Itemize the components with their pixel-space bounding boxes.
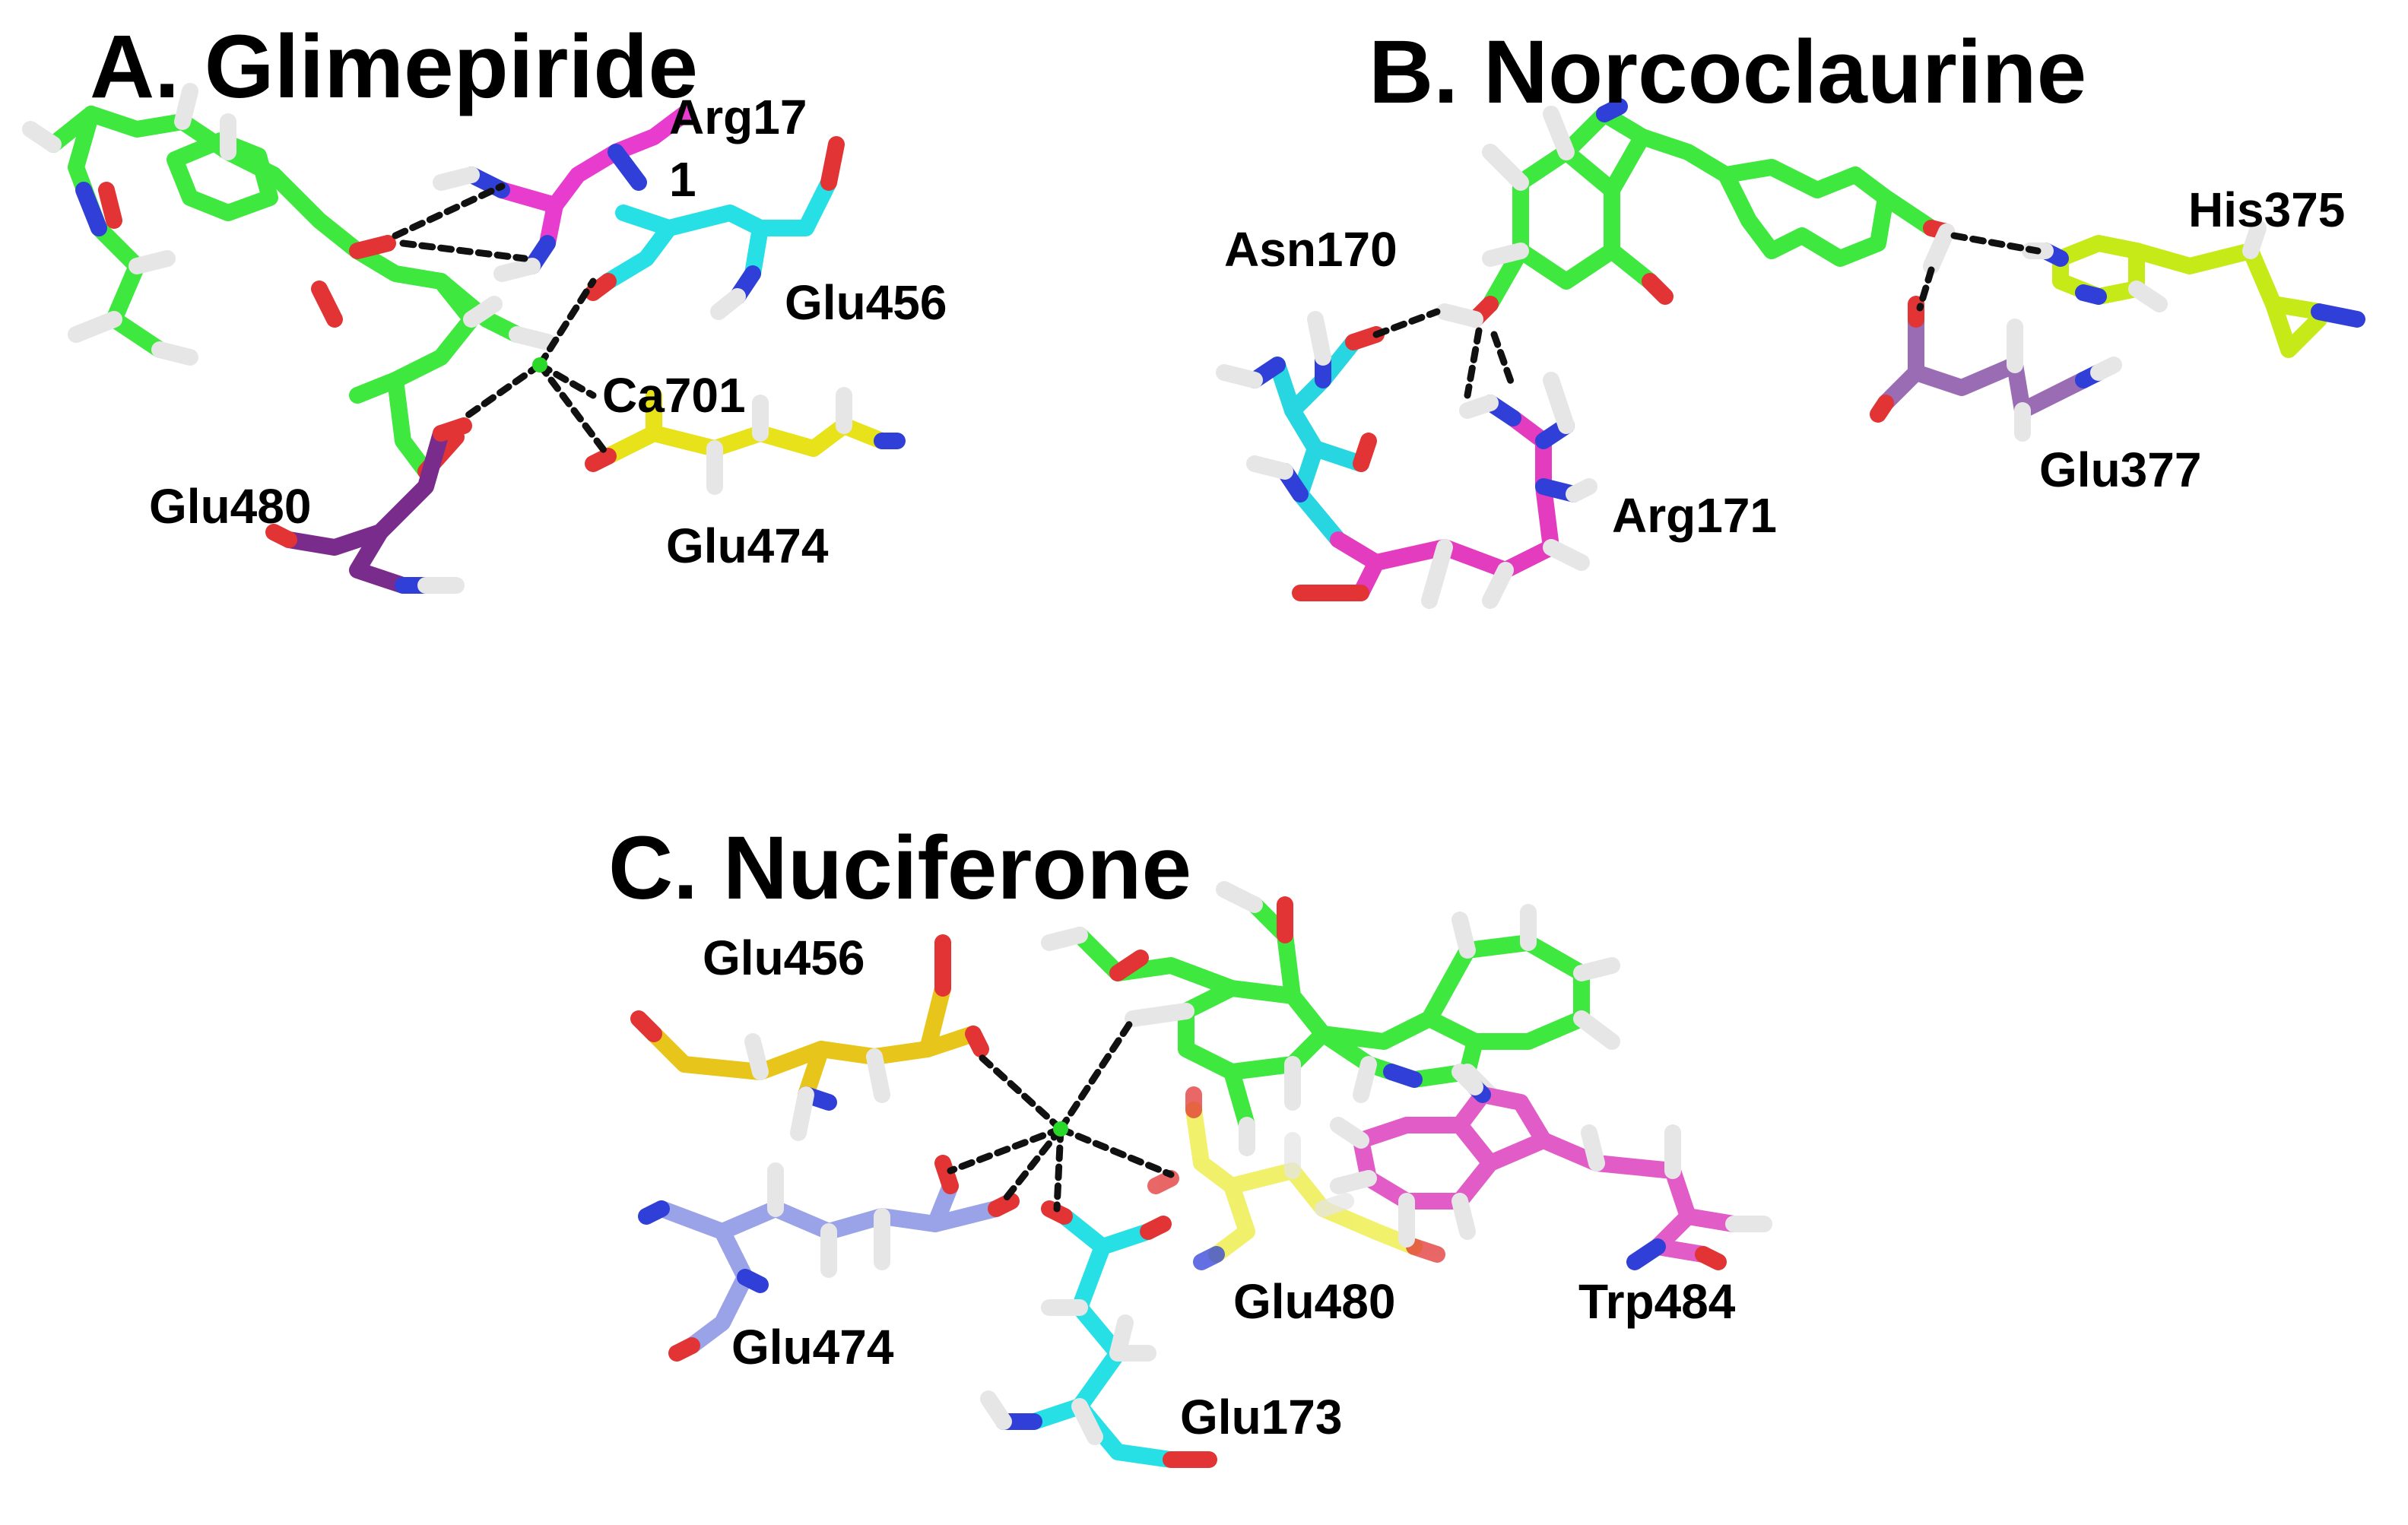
asn170-atoms bbox=[1216, 311, 1385, 503]
metal-ion-c bbox=[1053, 1121, 1068, 1137]
panel-c-title: C. Nuciferone bbox=[608, 818, 1191, 918]
glu456-atoms bbox=[585, 136, 845, 320]
glu480-atoms bbox=[265, 417, 472, 594]
panel-c: C. Nuciferone Glu456 Glu474 Glu480 Trp48… bbox=[608, 818, 1772, 1468]
glu456-residue bbox=[600, 174, 837, 290]
label-glu480: Glu480 bbox=[149, 479, 311, 534]
arg17-atoms bbox=[433, 144, 647, 282]
arg171-atoms bbox=[1292, 372, 1597, 609]
panel-b-hbonds bbox=[1372, 232, 2042, 399]
glu173-atoms bbox=[980, 1200, 1217, 1468]
label-glu173: Glu173 bbox=[1180, 1390, 1342, 1444]
panel-a-title: A. Glimepiride bbox=[90, 17, 698, 117]
label-his375: His375 bbox=[2188, 182, 2345, 237]
panel-a-hbonds bbox=[392, 182, 612, 460]
glu377-atoms bbox=[1870, 296, 2122, 442]
glu173-residue bbox=[1026, 1208, 1179, 1468]
glu474-atoms bbox=[585, 387, 906, 495]
norcoclaurine-atoms bbox=[1436, 98, 1955, 328]
glu377-residue bbox=[1877, 311, 2092, 419]
label-arg17-suffix: 1 bbox=[669, 152, 696, 207]
glu480-residue bbox=[281, 425, 449, 594]
glimepiride-hydrogens bbox=[22, 83, 556, 366]
glu456-c-atoms bbox=[630, 934, 989, 1141]
panel-b: B. Norcoclaurine His375 Asn170 Glu377 Ar… bbox=[1216, 22, 2365, 609]
label-glu480-c: Glu480 bbox=[1233, 1274, 1395, 1329]
ca701-ion bbox=[532, 357, 547, 373]
glu480-c-atoms bbox=[1147, 1086, 1445, 1270]
panel-b-title: B. Norcoclaurine bbox=[1369, 22, 2086, 122]
label-glu377: Glu377 bbox=[2039, 442, 2201, 497]
label-asn170: Asn170 bbox=[1224, 222, 1398, 277]
trp484-atoms bbox=[1330, 1064, 1772, 1270]
glu456-c-residue bbox=[646, 980, 982, 1103]
label-ca701: Ca701 bbox=[602, 368, 746, 423]
label-arg171: Arg171 bbox=[1612, 488, 1777, 543]
glimepiride-ligand bbox=[45, 106, 525, 480]
label-arg17: Arg17 bbox=[669, 90, 807, 144]
label-trp484: Trp484 bbox=[1578, 1274, 1736, 1329]
label-glu474-c: Glu474 bbox=[731, 1320, 894, 1374]
label-glu474: Glu474 bbox=[666, 518, 829, 573]
panel-a: A. Glimepiride Arg17 1 Glu456 Ca701 Glu4… bbox=[22, 17, 947, 594]
label-glu456: Glu456 bbox=[785, 275, 947, 330]
label-glu456-c: Glu456 bbox=[703, 931, 865, 985]
glu474-c-atoms bbox=[638, 1155, 1020, 1362]
panel-c-hbonds bbox=[947, 1015, 1175, 1213]
